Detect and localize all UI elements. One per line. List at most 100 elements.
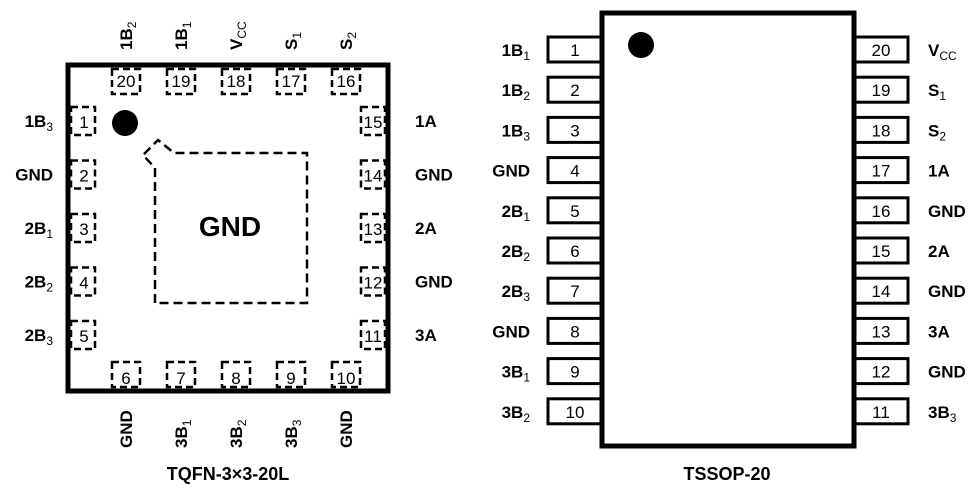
pin-name: 1B xyxy=(117,28,136,50)
qfn-pin-3: 3 2B1 xyxy=(25,212,97,244)
pin-number: 7 xyxy=(176,369,185,388)
pin-name-label: 1B3 xyxy=(25,112,54,134)
pin-name: 1B xyxy=(502,121,524,140)
pin-pad xyxy=(546,316,604,345)
pin-name-label: 2B3 xyxy=(502,282,531,304)
pin-name: GND xyxy=(492,162,530,181)
pin-pad xyxy=(359,159,387,190)
pin-name: S xyxy=(928,121,939,140)
pin-name-label: 2B1 xyxy=(502,202,531,224)
pin-name: 3B xyxy=(227,426,246,448)
pin-name-subscript: 1 xyxy=(46,227,53,241)
tqfn-package: GND 11B32GND32B142B252B36GND73B183B293B3… xyxy=(15,21,453,484)
pin-name-label: 1A xyxy=(928,162,950,181)
pin-number: 9 xyxy=(286,369,295,388)
pin-number: 16 xyxy=(872,202,891,221)
pin-name: 1B xyxy=(25,112,47,131)
pin-name-label: S2 xyxy=(928,121,946,143)
pin-name-subscript: 3 xyxy=(290,419,304,426)
pin-number: 17 xyxy=(872,162,891,181)
pin-number: 17 xyxy=(282,72,301,91)
pin-name: 2B xyxy=(25,219,47,238)
tssop-package-title: TSSOP-20 xyxy=(683,464,770,484)
pin-name: GND xyxy=(337,410,356,448)
pin-name-label: GND xyxy=(928,202,966,221)
pin-name-subscript: 1 xyxy=(523,49,530,63)
pin-number: 15 xyxy=(872,242,891,261)
pin-name-subscript: 1 xyxy=(523,210,530,224)
pin-pad xyxy=(852,316,910,345)
pin-number: 11 xyxy=(872,403,890,422)
pin-name-subscript: 3 xyxy=(46,334,53,348)
pin-number: 5 xyxy=(570,202,579,221)
pin-number: 1 xyxy=(79,113,88,132)
pin1-marker-dot xyxy=(112,110,138,136)
pin-number: 5 xyxy=(79,327,88,346)
pin-name: 2B xyxy=(25,273,47,292)
pin-name-subscript: 2 xyxy=(235,419,249,426)
pin-name: 3B xyxy=(172,426,191,448)
pin-pad xyxy=(852,276,910,305)
pin-pad xyxy=(546,35,604,64)
pin-pad xyxy=(69,266,97,297)
pin-name: S xyxy=(337,39,356,50)
pin-name-subscript: CC xyxy=(235,21,249,39)
pin-pad xyxy=(359,212,387,244)
pin-name-subscript: 2 xyxy=(523,411,530,425)
pin-name-subscript: 1 xyxy=(180,419,194,426)
pin-name: 1A xyxy=(415,112,437,131)
pin-name-subscript: 2 xyxy=(345,32,359,39)
pin-name: 1B xyxy=(502,81,524,100)
pin-name-label: VCC xyxy=(928,41,957,63)
pin-number: 8 xyxy=(570,322,579,341)
pin-pad xyxy=(359,266,387,297)
pin-name-label: 2B2 xyxy=(502,242,531,264)
pin-name-label: 2B2 xyxy=(25,273,54,295)
pin-pad xyxy=(852,35,910,64)
pin-name: 1B xyxy=(502,41,524,60)
pin-name-subscript: 1 xyxy=(523,371,530,385)
pin-number: 20 xyxy=(117,72,136,91)
pin-pad xyxy=(852,236,910,265)
pin-pad xyxy=(275,67,307,96)
pin-name: GND xyxy=(928,363,966,382)
pin-number: 7 xyxy=(570,282,579,301)
tssop-pin-3: 3 1B3 xyxy=(502,115,604,144)
pin-pad xyxy=(69,105,97,137)
pin-number: 19 xyxy=(872,81,891,100)
pin-number: 3 xyxy=(570,121,579,140)
pin-name: 3B xyxy=(502,363,524,382)
pin-name: 2B xyxy=(502,202,524,221)
pin-number: 6 xyxy=(121,369,130,388)
tssop-pin-9: 9 3B1 xyxy=(502,357,604,386)
pin-name: 3B xyxy=(282,426,301,448)
pin-name: 2B xyxy=(25,326,47,345)
pin-number: 2 xyxy=(79,167,88,186)
pin-name: 2B xyxy=(502,242,524,261)
pin-number: 18 xyxy=(872,121,891,140)
pin-name-label: GND xyxy=(337,410,356,448)
pin-name-label: 1B3 xyxy=(502,121,531,143)
tqfn-body xyxy=(65,62,391,394)
pin-pad xyxy=(165,360,197,389)
pin-number: 9 xyxy=(570,363,579,382)
pin-pad xyxy=(852,397,910,426)
pin-name-label: 3B1 xyxy=(502,363,531,385)
tssop-pin-18: 18 S2 xyxy=(852,115,946,144)
pin-name: GND xyxy=(492,322,530,341)
pin-name-label: 1B2 xyxy=(117,21,139,50)
pin-pad xyxy=(546,115,604,144)
pin-name-label: 1B1 xyxy=(502,41,531,63)
pin-pad xyxy=(546,75,604,104)
pin-name-subscript: 1 xyxy=(939,89,946,103)
pin-number: 3 xyxy=(79,220,88,239)
pin-number: 1 xyxy=(570,41,579,60)
pin-name-label: 2A xyxy=(415,219,437,238)
pin-name-label: GND xyxy=(415,166,453,185)
pin-name-label: S2 xyxy=(337,32,359,50)
pin-pad xyxy=(546,196,604,225)
